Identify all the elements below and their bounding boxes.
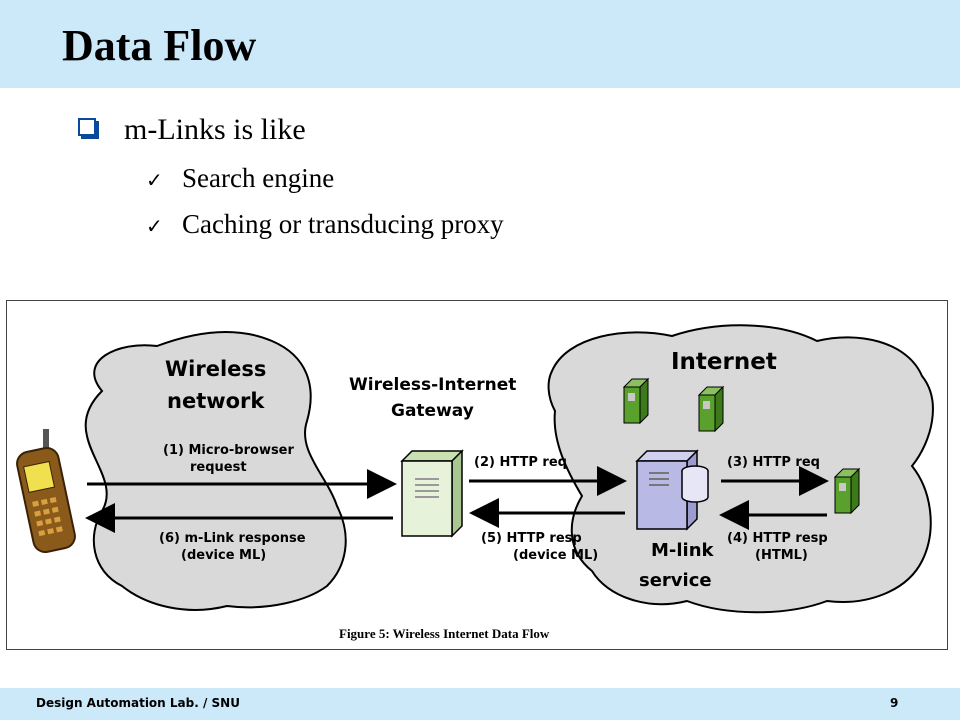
- step4-label-b: (HTML): [755, 548, 808, 563]
- mlink-label-1: M-link: [651, 540, 715, 561]
- sub-item-proxy: Caching or transducing proxy: [182, 209, 504, 239]
- gateway-server-icon: [400, 449, 464, 538]
- internet-server-icon: [697, 385, 725, 433]
- mlink-label-2: service: [639, 570, 712, 591]
- main-bullet-text: m-Links is like: [124, 113, 306, 146]
- checkmark-icon: ✓: [146, 168, 163, 192]
- step3-label: (3) HTTP req: [727, 455, 820, 470]
- data-flow-diagram: Wireless network Internet Wireless-Inter…: [16, 324, 934, 641]
- step5-label-a: (5) HTTP resp: [481, 531, 582, 546]
- wireless-label: Wireless: [165, 357, 266, 381]
- checkbox-bullet-icon: [78, 118, 96, 136]
- step6-label-b: (device ML): [181, 548, 266, 563]
- network-label: network: [167, 389, 265, 413]
- page-number: 9: [890, 696, 899, 710]
- slide-title: Data Flow: [62, 21, 257, 70]
- footer-lab-name: Design Automation Lab. / SNU: [36, 696, 240, 710]
- title-bar: [0, 0, 960, 88]
- step2-label: (2) HTTP req: [474, 455, 567, 470]
- sub-item-search-engine: Search engine: [182, 163, 335, 193]
- mobile-phone-icon: [16, 429, 76, 554]
- footer-bar: [0, 688, 960, 720]
- internet-label: Internet: [671, 349, 777, 375]
- figure-caption: Figure 5: Wireless Internet Data Flow: [339, 626, 550, 641]
- step1-label-a: (1) Micro-browser: [163, 443, 295, 458]
- step4-label-a: (4) HTTP resp: [727, 531, 828, 546]
- internet-server-icon: [833, 467, 861, 515]
- step5-label-b: (device ML): [513, 548, 598, 563]
- internet-server-icon: [622, 377, 650, 425]
- step6-label-a: (6) m-Link response: [159, 531, 306, 546]
- gateway-label-1: Wireless-Internet: [349, 375, 516, 395]
- data-flow-figure: Wireless network Internet Wireless-Inter…: [6, 300, 948, 650]
- checkmark-icon: ✓: [146, 214, 163, 238]
- gateway-label-2: Gateway: [391, 401, 474, 421]
- step1-label-b: request: [190, 460, 247, 475]
- mlink-server-icon: [635, 449, 709, 531]
